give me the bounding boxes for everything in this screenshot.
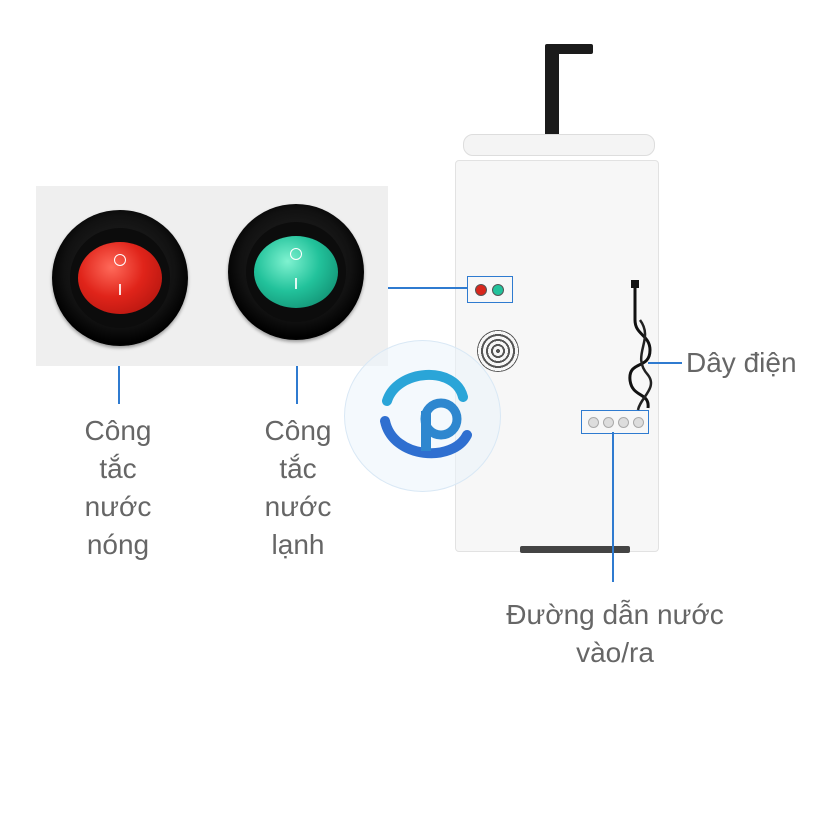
mini-hot-switch xyxy=(475,284,487,296)
dispenser-base xyxy=(520,546,630,553)
switch-closeup-panel xyxy=(36,186,388,366)
switch-highlight-box xyxy=(467,276,513,303)
cold-water-switch xyxy=(228,204,364,340)
faucet xyxy=(545,50,559,138)
water-port xyxy=(633,417,644,428)
water-port-highlight-box xyxy=(581,410,649,434)
power-cord-icon xyxy=(628,280,653,411)
callout-line-water xyxy=(612,432,614,582)
water-port xyxy=(618,417,629,428)
water-port xyxy=(588,417,599,428)
mini-cold-switch xyxy=(492,284,504,296)
fan-vent xyxy=(477,330,519,372)
hot-water-switch xyxy=(52,210,188,346)
callout-line-power xyxy=(648,362,682,364)
water-lines-label: Đường dẫn nước vào/ra xyxy=(506,599,724,668)
faucet-spout xyxy=(545,44,593,54)
callout-line-switches xyxy=(388,287,467,289)
gp-logo xyxy=(344,340,501,492)
water-port xyxy=(603,417,614,428)
water-dispenser-top xyxy=(463,134,655,156)
cold-switch-label: Công tắc nước lạnh xyxy=(264,415,332,560)
power-cord-label: Dây điện xyxy=(686,347,797,378)
hot-switch-label: Công tắc nước nóng xyxy=(84,415,152,560)
